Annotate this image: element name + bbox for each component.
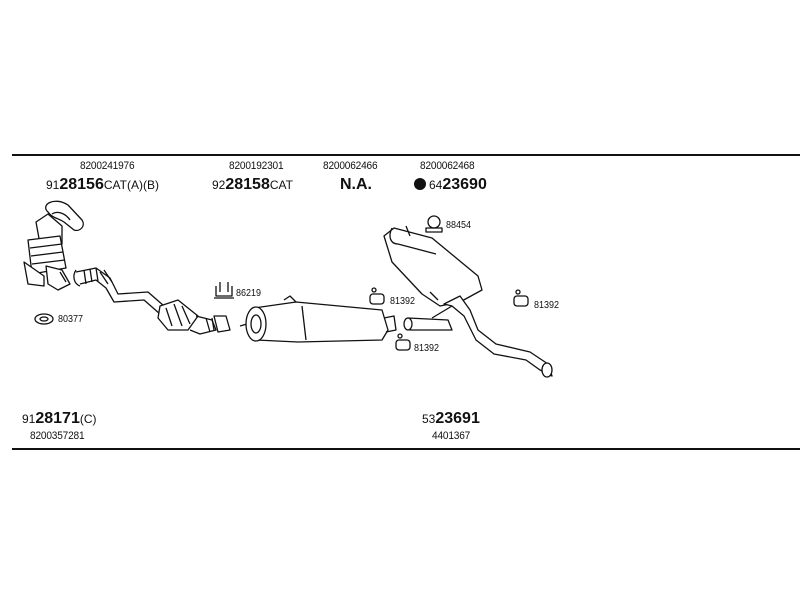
bottom-divider [12,448,800,450]
part-prefix: 91 [22,412,36,426]
part-prefix: 92 [212,178,226,192]
footer-part-left: 9128171(C) [22,410,97,428]
rubber-hanger-icon [395,333,411,351]
oem-number-1: 8200241976 [80,160,135,172]
oem-number-2: 8200192301 [229,160,284,172]
front-catalytic-manifold [23,200,84,291]
rear-silencer [383,225,553,378]
part-prefix: 64 [429,178,443,192]
callout-hanger-mid-lower: 81392 [414,343,440,354]
part-suffix: CAT [269,178,293,192]
part-suffix: CAT(A)(B) [103,178,159,192]
intermediate-pipe [403,317,453,331]
part-main: 23691 [435,410,480,427]
callout-gasket: 80377 [58,314,84,325]
part-number-3: N.A. [340,176,372,194]
part-suffix: (C) [79,412,97,426]
rubber-hanger-icon [513,289,529,307]
part-main: 28156 [59,176,104,193]
gasket-icon [34,313,54,325]
part-number-1: 9128156CAT(A)(B) [46,176,159,194]
callout-bracket: 86219 [236,288,262,299]
part-main: 28158 [225,176,270,193]
clamp-icon [425,215,443,233]
footer-oem-left: 8200357281 [30,430,85,442]
oem-number-4: 8200062468 [420,160,475,172]
oem-number-3: 8200062466 [323,160,378,172]
part-not-available: N.A. [340,176,372,193]
top-divider [12,154,800,156]
part-prefix: 53 [422,412,436,426]
callout-hanger-mid-upper: 81392 [390,296,416,307]
footer-oem-right: 4401367 [432,430,471,442]
filled-circle-marker-icon [414,178,426,190]
footer-part-right: 5323691 [422,410,480,428]
rubber-hanger-icon [369,287,385,305]
part-prefix: 91 [46,178,60,192]
part-number-4: 6423690 [414,176,487,194]
front-pipe-with-catalyst [73,267,231,335]
middle-silencer [239,295,397,343]
bracket-icon [214,282,234,299]
part-main: 28171 [35,410,80,427]
callout-hanger-rear: 81392 [534,300,560,311]
callout-clamp: 88454 [446,220,472,231]
part-main: 23690 [442,176,487,193]
part-number-2: 9228158CAT [212,176,293,194]
